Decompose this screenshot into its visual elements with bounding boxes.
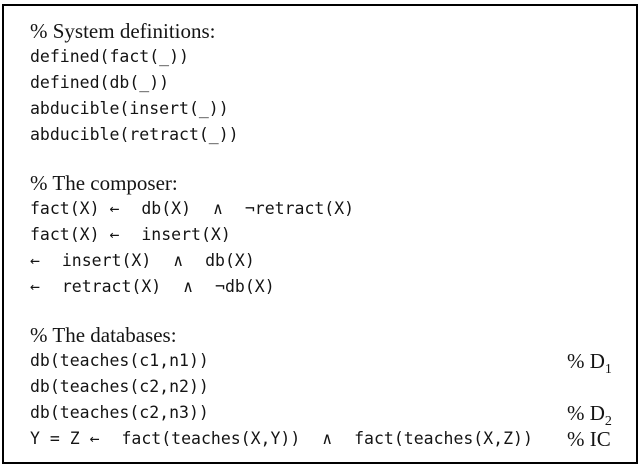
- left-arrow-symbol: ←: [109, 199, 120, 218]
- code-text: db(teaches(c2,n2)): [30, 377, 209, 396]
- and-symbol: ∧: [173, 251, 184, 270]
- left-arrow-symbol: ←: [109, 225, 120, 244]
- comment-line: % The composer:: [30, 170, 636, 196]
- code-line: fact(X) ← db(X) ∧ ¬retract(X): [30, 196, 636, 222]
- margin-label: % D1: [567, 348, 612, 378]
- left-arrow-symbol: ←: [30, 277, 40, 296]
- comment-text: % System definitions:: [30, 19, 216, 43]
- code-line: db(teaches(c2,n3)) % D2: [30, 400, 636, 430]
- code-text: abducible(insert(_)): [30, 99, 229, 118]
- code-line: ← retract(X) ∧ ¬db(X): [30, 274, 636, 300]
- code-text: Y = Z ← fact(teaches(X,Y)) ∧ fact(teache…: [30, 429, 533, 448]
- left-arrow-symbol: ←: [30, 251, 40, 270]
- and-symbol: ∧: [183, 277, 194, 296]
- code-line: ← insert(X) ∧ db(X): [30, 248, 636, 274]
- margin-label-subscript: 2: [604, 414, 612, 430]
- code-text: ← insert(X) ∧ db(X): [30, 251, 255, 270]
- code-line: db(teaches(c2,n2)): [30, 374, 636, 400]
- code-listing-box: % System definitions: defined(fact(_))def…: [2, 4, 638, 464]
- comment-text: % The composer:: [30, 171, 178, 195]
- code-line: Y = Z ← fact(teaches(X,Y)) ∧ fact(teache…: [30, 426, 636, 452]
- comment-line: % The databases:: [30, 322, 636, 348]
- code-text: abducible(retract(_)): [30, 125, 239, 144]
- blank-line: [30, 148, 636, 170]
- code-text: defined(fact(_)): [30, 47, 189, 66]
- comment-text: % The databases:: [30, 323, 177, 347]
- code-text: db(teaches(c2,n3)): [30, 403, 209, 422]
- code-line: defined(fact(_)): [30, 44, 636, 70]
- blank-line: [30, 300, 636, 322]
- margin-label: % D2: [567, 400, 612, 430]
- code-line: fact(X) ← insert(X): [30, 222, 636, 248]
- code-listing: % System definitions: defined(fact(_))def…: [4, 6, 636, 452]
- code-text: db(teaches(c1,n1)): [30, 351, 209, 370]
- code-text: fact(X) ← db(X) ∧ ¬retract(X): [30, 199, 355, 218]
- margin-label: % IC: [567, 426, 611, 452]
- code-line: db(teaches(c1,n1)) % D1: [30, 348, 636, 378]
- left-arrow-symbol: ←: [89, 429, 100, 448]
- code-text: fact(X) ← insert(X): [30, 225, 231, 244]
- margin-label-subscript: 1: [604, 362, 612, 378]
- code-text: defined(db(_)): [30, 73, 170, 92]
- margin-label-text: % D: [567, 401, 605, 425]
- code-line: defined(db(_)): [30, 70, 636, 96]
- and-symbol: ∧: [322, 429, 333, 448]
- code-line: abducible(insert(_)): [30, 96, 636, 122]
- margin-label-text: % D: [567, 349, 605, 373]
- margin-label-text: % IC: [567, 427, 611, 451]
- code-line: abducible(retract(_)): [30, 122, 636, 148]
- comment-line: % System definitions:: [30, 18, 636, 44]
- and-symbol: ∧: [212, 199, 223, 218]
- code-text: ← retract(X) ∧ ¬db(X): [30, 277, 275, 296]
